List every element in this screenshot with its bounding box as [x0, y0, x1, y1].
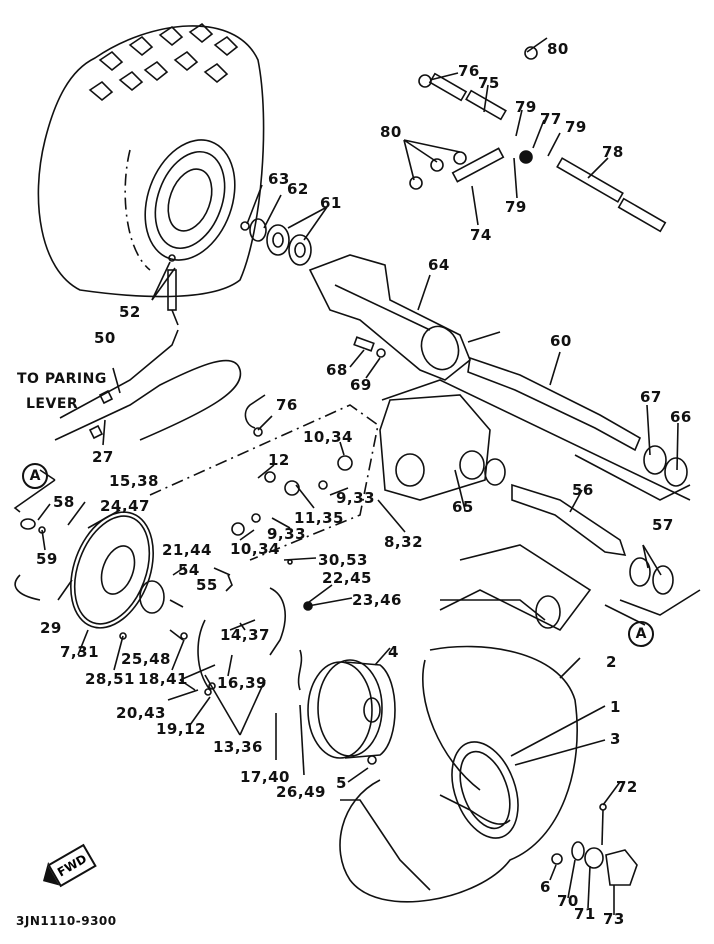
- callout-60: 60: [550, 332, 572, 350]
- callout-70: 70: [557, 892, 579, 910]
- final-gear-case: [379, 379, 691, 501]
- callout-59: 59: [36, 550, 58, 568]
- callout-55: 55: [196, 576, 218, 594]
- diagram-code: 3JN1110-9300: [16, 914, 117, 928]
- callout-79b: 79: [565, 118, 587, 136]
- brake-assembly-box: [149, 404, 379, 561]
- callout-23-46: 23,46: [352, 591, 402, 609]
- axle-nut-set: [551, 803, 638, 886]
- brake-cables: [54, 329, 242, 441]
- rear-axle-shaft: [467, 356, 691, 501]
- callout-61: 61: [320, 194, 342, 212]
- callout-17-40: 17,40: [240, 768, 290, 786]
- callout-50: 50: [94, 329, 116, 347]
- callout-72: 72: [616, 778, 638, 796]
- callout-73: 73: [603, 910, 625, 928]
- rear-wheel-tire-right: [339, 645, 578, 903]
- leader-lines: [13, 37, 679, 915]
- callout-30-53: 30,53: [318, 551, 368, 569]
- callout-24-47: 24,47: [100, 497, 150, 515]
- callout-65: 65: [452, 498, 474, 516]
- reference-mark-a-right: A: [628, 621, 654, 647]
- callout-10-34a: 10,34: [303, 428, 353, 446]
- callout-21-44: 21,44: [162, 541, 212, 559]
- callout-52: 52: [119, 303, 141, 321]
- reference-mark-a-left: A: [22, 463, 48, 489]
- callout-63: 63: [268, 170, 290, 188]
- callout-69: 69: [350, 376, 372, 394]
- callout-80b: 80: [380, 123, 402, 141]
- callout-67: 67: [640, 388, 662, 406]
- callout-75: 75: [478, 74, 500, 92]
- callout-80a: 80: [547, 40, 569, 58]
- callout-19-12: 19,12: [156, 720, 206, 738]
- callout-26-49: 26,49: [276, 783, 326, 801]
- callout-28-51: 28,51: [85, 670, 135, 688]
- callout-6: 6: [540, 878, 551, 896]
- callout-16-39: 16,39: [217, 674, 267, 692]
- callout-64: 64: [428, 256, 450, 274]
- callout-68: 68: [326, 361, 348, 379]
- callout-76b: 76: [276, 396, 298, 414]
- callout-78: 78: [602, 143, 624, 161]
- brake-backing-plate: [14, 511, 165, 629]
- callout-22-45: 22,45: [322, 569, 372, 587]
- callout-12a: 12: [268, 451, 290, 469]
- swingarm-bracket: [439, 544, 592, 632]
- note-line-2: LEVER: [26, 396, 79, 412]
- callout-58: 58: [53, 493, 75, 511]
- callout-77: 77: [540, 110, 562, 128]
- callout-20-43: 20,43: [116, 704, 166, 722]
- callout-57: 57: [652, 516, 674, 534]
- callout-4: 4: [388, 643, 399, 661]
- callout-62: 62: [287, 180, 309, 198]
- callout-11-35: 11,35: [294, 509, 344, 527]
- callout-3: 3: [610, 730, 621, 748]
- callout-54: 54: [178, 561, 200, 579]
- callout-10-34b: 10,34: [230, 540, 280, 558]
- callout-25-48: 25,48: [121, 650, 171, 668]
- callout-29: 29: [40, 619, 62, 637]
- callout-13-36: 13,36: [213, 738, 263, 756]
- callout-7-31: 7,31: [60, 643, 100, 661]
- callout-1: 1: [610, 698, 621, 716]
- valve-stem: [167, 254, 179, 326]
- callout-74: 74: [470, 226, 492, 244]
- callout-76a: 76: [458, 62, 480, 80]
- callout-9-33b: 9,33: [267, 525, 307, 543]
- breather-hose: [244, 394, 266, 437]
- callout-56: 56: [572, 481, 594, 499]
- drive-shaft: [511, 483, 701, 616]
- callout-15-38: 15,38: [109, 472, 159, 490]
- callout-2: 2: [606, 653, 617, 671]
- bolt-and-washer: [353, 336, 386, 358]
- brake-rod-assembly: [409, 46, 667, 233]
- bearings-and-seals: [240, 218, 312, 266]
- brake-drum-hub: [307, 659, 396, 765]
- callout-5: 5: [336, 774, 347, 792]
- callout-9-33a: 9,33: [336, 489, 376, 507]
- callout-18-41: 18,41: [138, 670, 188, 688]
- callout-79c: 79: [505, 198, 527, 216]
- callout-66: 66: [670, 408, 692, 426]
- callout-27: 27: [92, 448, 114, 466]
- callout-79a: 79: [515, 98, 537, 116]
- note-line-1: TO PARING: [17, 371, 107, 387]
- callout-8-32: 8,32: [384, 533, 424, 551]
- callout-71: 71: [574, 905, 596, 923]
- rear-wheel-tire-left: [37, 22, 265, 298]
- callout-14-37: 14,37: [220, 626, 270, 644]
